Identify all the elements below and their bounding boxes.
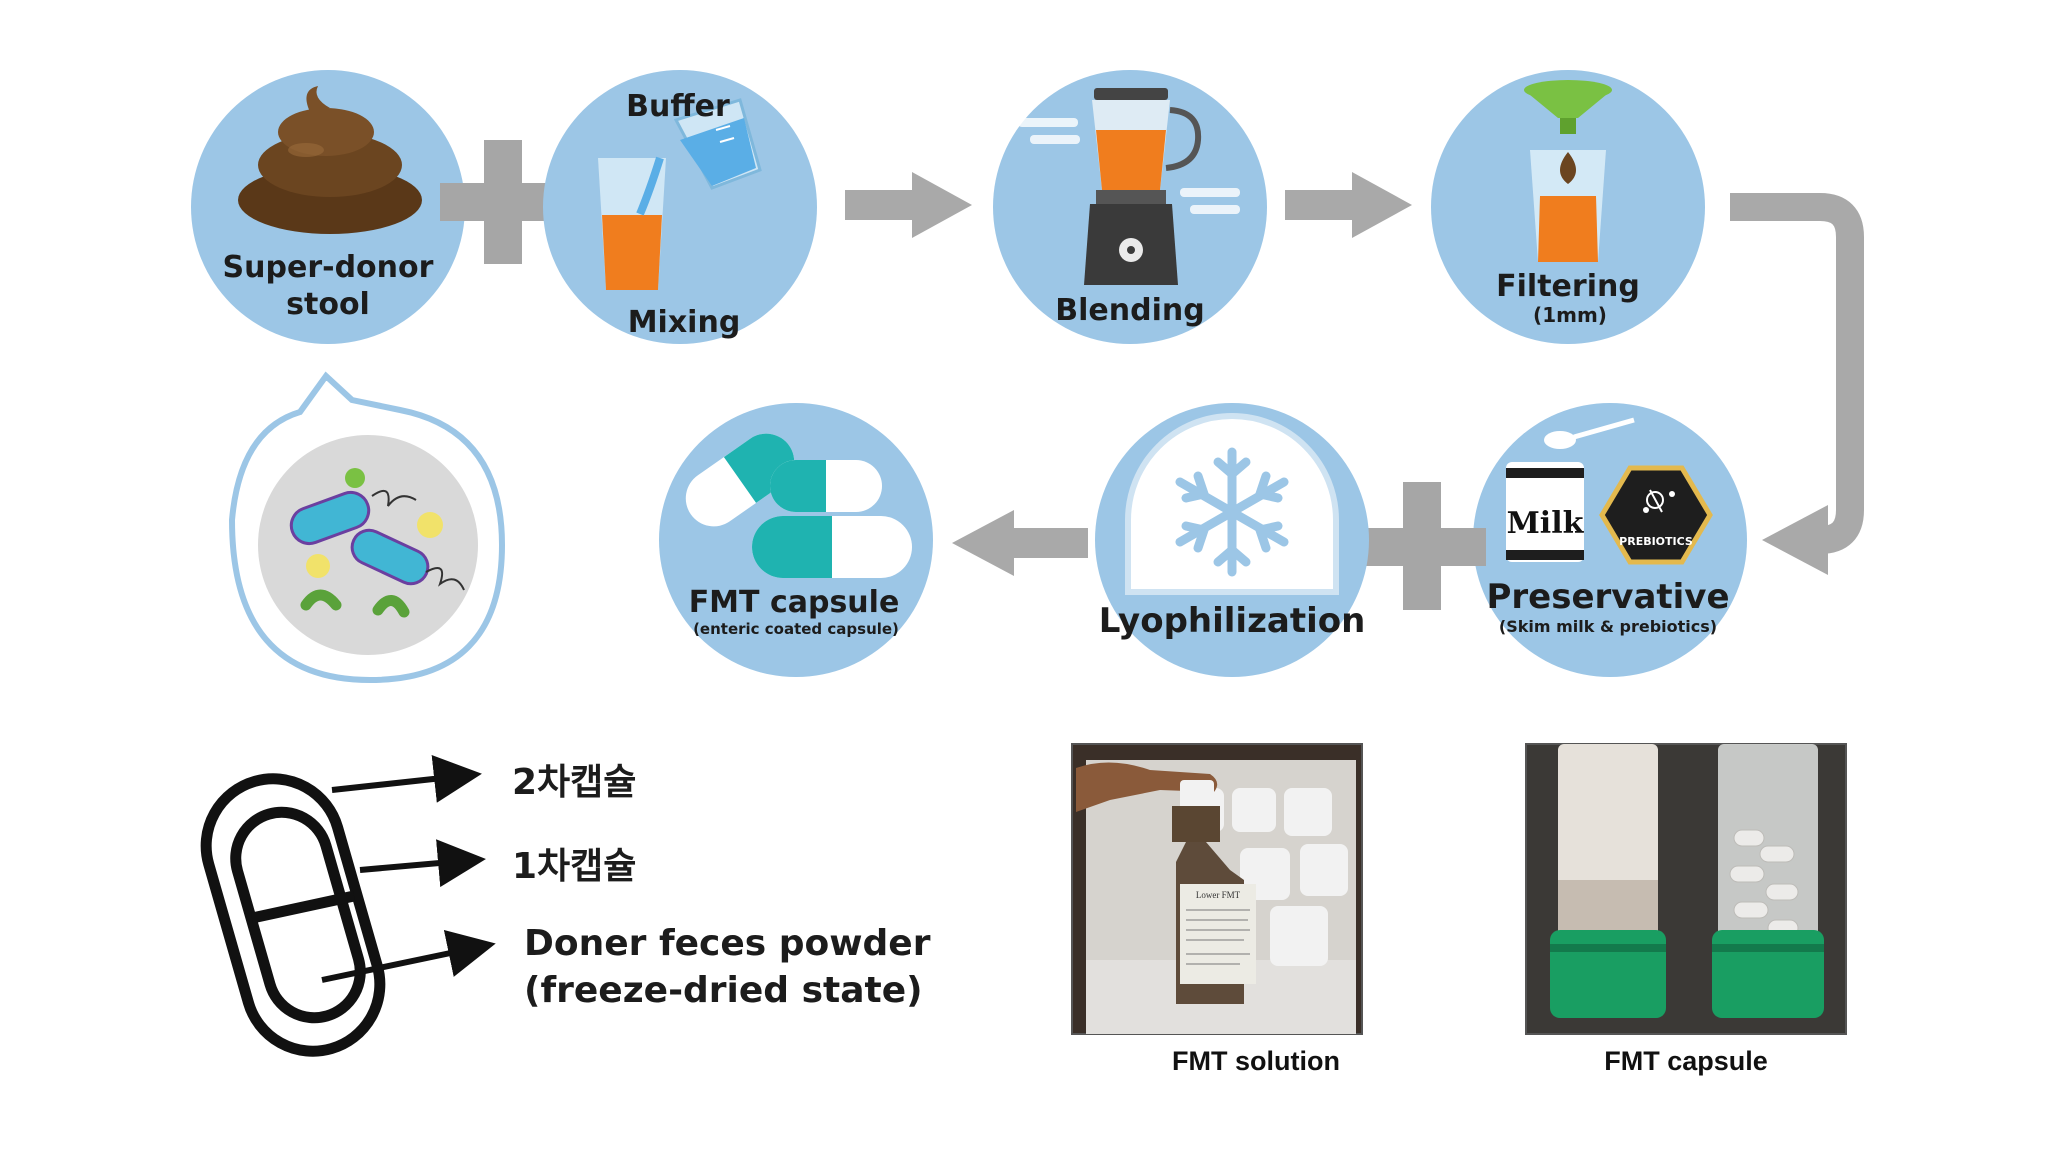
- powder-label-line2: (freeze-dried state): [524, 970, 923, 1011]
- step-super-donor-stool: Super-donor stool: [191, 70, 465, 344]
- step-blending: Blending: [993, 70, 1267, 344]
- speed-lines: [1018, 118, 1240, 214]
- capsule-arrows: [321, 755, 496, 983]
- stool-icon: [238, 86, 422, 234]
- lyophilization-label: Lyophilization: [1099, 601, 1366, 641]
- funnel-icon: [1524, 80, 1612, 262]
- milk-can-icon: Milk: [1506, 462, 1585, 562]
- milk-text: Milk: [1507, 506, 1585, 541]
- photo-fmt-solution: Lower FMT: [1071, 743, 1363, 1035]
- step-filtering: Filtering (1mm): [1431, 70, 1705, 344]
- step-preservative: Milk PREBIOTICS Preservative (Skim milk …: [1473, 403, 1747, 677]
- preservative-sublabel: (Skim milk & prebiotics): [1499, 617, 1717, 636]
- step-mixing: Buffer Mixing: [543, 70, 817, 344]
- curved-arrow-to-preservative: [1730, 193, 1864, 575]
- prebiotics-hexagon-icon: PREBIOTICS: [1599, 465, 1713, 565]
- arrow-to-filtering: [1285, 172, 1412, 238]
- blender-icon: [1084, 88, 1202, 285]
- step-fmt-capsule: FMT capsule (enteric coated capsule): [659, 403, 933, 677]
- powder-label-line1: Doner feces powder: [524, 923, 931, 964]
- blending-label: Blending: [1055, 293, 1204, 328]
- step-lyophilization: Lyophilization: [1095, 403, 1369, 677]
- fmt-capsule-photo-caption: FMT capsule: [1604, 1046, 1768, 1076]
- fmt-solution-caption: FMT solution: [1172, 1046, 1340, 1076]
- primary-capsule-label: 1차캡슐: [512, 846, 636, 887]
- snowflake-icon: [1175, 447, 1289, 577]
- stool-label-line2: stool: [286, 287, 370, 322]
- arrow-to-blending: [845, 172, 972, 238]
- secondary-capsule-label: 2차캡슐: [512, 762, 636, 803]
- photo-fmt-capsule: [1525, 743, 1847, 1035]
- buffer-label: Buffer: [626, 89, 730, 124]
- filtering-sublabel: (1mm): [1533, 303, 1607, 327]
- capsule-icon: [685, 433, 912, 578]
- prebiotics-text: PREBIOTICS: [1619, 535, 1693, 548]
- mixing-label: Mixing: [628, 305, 741, 340]
- spoon-icon: [1544, 417, 1635, 449]
- beaker-pour-icon: [598, 98, 762, 290]
- fmt-capsule-sublabel: (enteric coated capsule): [693, 620, 899, 638]
- microbe-bubble: [228, 371, 506, 684]
- filtering-label: Filtering: [1496, 269, 1640, 304]
- bottle-label-text: Lower FMT: [1196, 890, 1241, 900]
- bacteria-icon: [289, 468, 465, 618]
- fmt-capsule-label: FMT capsule: [689, 585, 900, 620]
- stool-label-line1: Super-donor: [223, 250, 434, 285]
- capsule-layer-diagram: [200, 773, 386, 1057]
- plus-sign-2: [1358, 482, 1486, 610]
- arrow-to-capsule: [952, 510, 1088, 576]
- preservative-label: Preservative: [1486, 577, 1729, 617]
